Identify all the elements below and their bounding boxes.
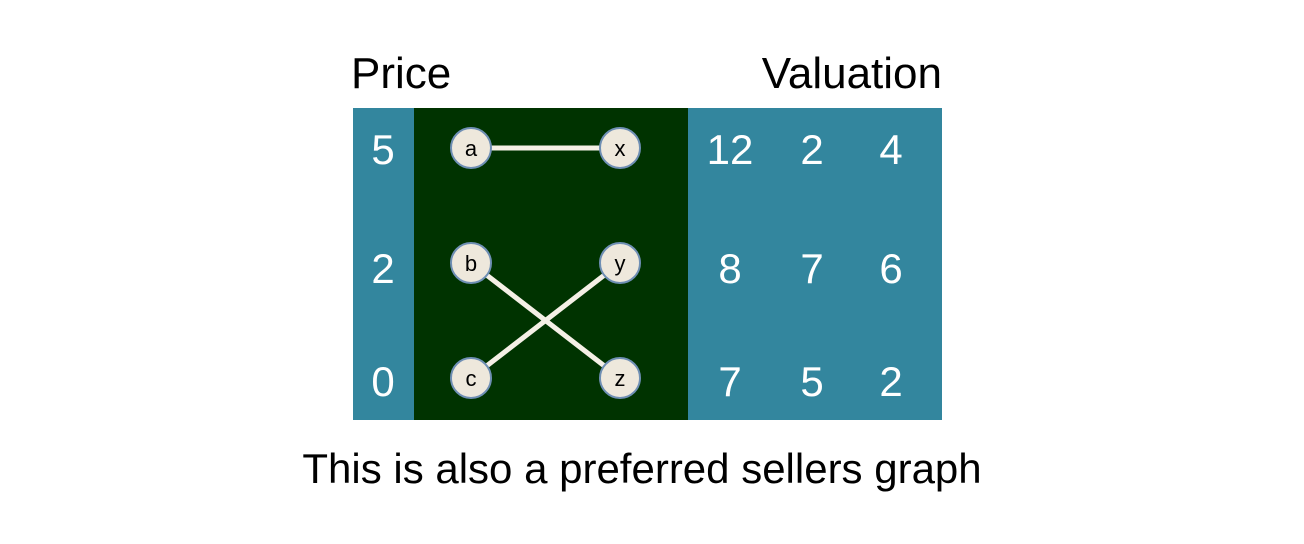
price-cell-a: 5 [371,126,395,173]
caption: This is also a preferred sellers graph [302,445,982,492]
valuation-a-x: 12 [706,126,754,173]
buyer-label-c: c [466,366,477,391]
valuation-heading: Valuation [761,49,942,98]
valuation-c-z: 2 [879,358,903,405]
price-cell-b: 2 [371,245,395,292]
price-heading: Price [351,49,452,98]
seller-node-y: y [599,242,641,284]
bipartite-graph: a b c x y z [450,127,641,399]
seller-label-z: z [615,366,626,391]
valuation-c-x: 7 [718,358,742,405]
seller-label-x: x [615,136,626,161]
valuation-b-x: 8 [718,245,742,292]
valuation-c-y: 5 [800,358,824,405]
price-cell-c: 0 [371,358,395,405]
buyer-node-c: c [450,357,492,399]
valuation-b-y: 7 [800,245,824,292]
valuation-a-z: 4 [879,126,903,173]
buyer-label-a: a [465,136,478,161]
valuation-a-y: 2 [800,126,824,173]
buyer-node-b: b [450,242,492,284]
price-column: 5 2 0 [353,108,414,420]
valuation-b-z: 6 [879,245,903,292]
edge-c-y [468,260,623,381]
buyer-node-a: a [450,127,492,169]
graph-panel: a b c x y z [414,108,688,420]
seller-node-z: z [599,357,641,399]
seller-node-x: x [599,127,641,169]
valuation-panel: 12 2 4 8 7 6 7 5 2 [688,108,942,420]
buyer-label-b: b [465,251,477,276]
seller-label-y: y [615,251,626,276]
